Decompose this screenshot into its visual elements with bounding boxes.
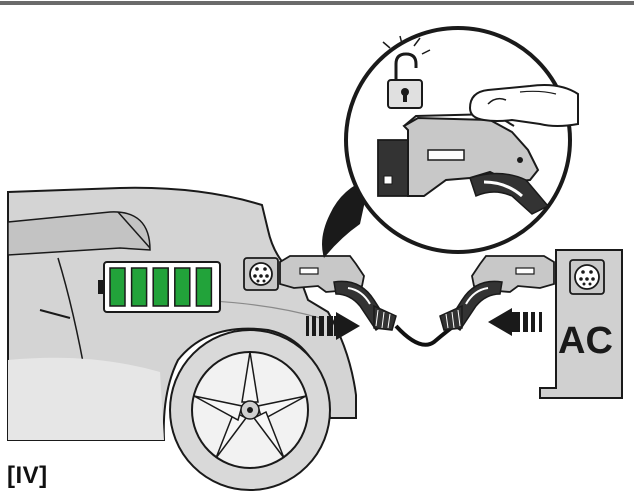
battery-cell — [152, 267, 169, 307]
direction-arrow-icon — [488, 308, 542, 336]
car — [7, 186, 357, 441]
battery-indicator — [98, 261, 221, 313]
pressing-finger-icon — [468, 84, 579, 127]
car-window — [7, 211, 151, 256]
rim-spokes — [193, 351, 307, 459]
battery-cell — [174, 267, 191, 307]
charging-station — [539, 249, 623, 399]
window-pillar — [117, 211, 151, 249]
door-handle — [39, 309, 71, 319]
callout-pointer — [322, 178, 370, 258]
wheel — [169, 329, 331, 491]
battery-cells — [109, 267, 213, 307]
step-label: [IV] — [7, 462, 48, 489]
lower-shade — [8, 357, 164, 440]
inlet-socket — [249, 262, 273, 286]
direction-arrow-icon — [306, 312, 360, 340]
station-side-connector — [439, 255, 555, 332]
zoomed-connector — [377, 112, 550, 215]
battery-cell — [130, 267, 148, 307]
battery-cell — [109, 267, 126, 307]
padlock-open-icon — [382, 35, 431, 109]
hub-bolt — [247, 407, 253, 413]
battery-cell — [195, 267, 213, 307]
station-socket — [574, 264, 600, 290]
battery-terminal — [98, 280, 105, 294]
car-side-connector — [279, 255, 397, 332]
station-ac-label: AC — [558, 320, 613, 362]
car-inlet — [243, 257, 279, 291]
